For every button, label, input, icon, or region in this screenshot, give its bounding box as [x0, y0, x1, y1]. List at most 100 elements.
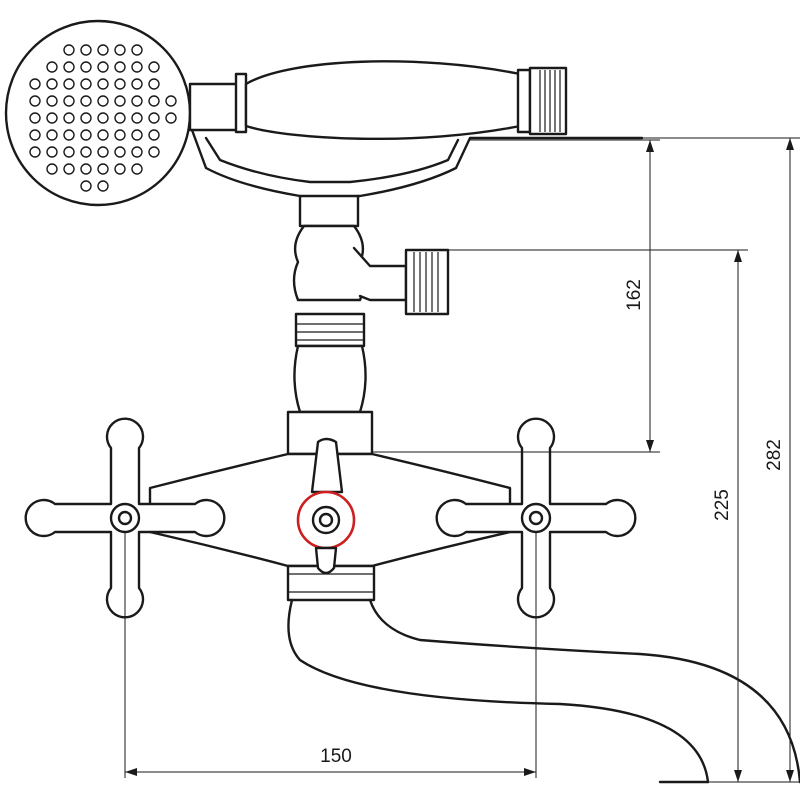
shower-head-holes: [29, 44, 177, 192]
dimension-spread: 150: [124, 532, 537, 778]
shower-hole: [148, 129, 160, 141]
shower-hole: [29, 112, 41, 124]
shower-hole: [80, 44, 92, 56]
riser-column: [286, 224, 450, 456]
shower-hole: [46, 129, 58, 141]
dimension-shower-outlet: 162: [372, 139, 660, 453]
shower-hole: [97, 163, 109, 175]
shower-hole: [131, 112, 143, 124]
shower-cradle: [190, 128, 644, 228]
shower-hole: [46, 163, 58, 175]
shower-hole: [46, 112, 58, 124]
shower-hole: [165, 112, 177, 124]
shower-hole: [114, 163, 126, 175]
dimension-label-spread: 150: [320, 746, 352, 767]
shower-hole: [80, 163, 92, 175]
riser-ring: [294, 312, 366, 348]
shower-hole: [63, 146, 75, 158]
shower-hole: [46, 78, 58, 90]
spout-upper-edge: [368, 598, 800, 784]
shower-hole: [148, 78, 160, 90]
shower-hole: [80, 146, 92, 158]
riser-knuckle: [292, 224, 366, 302]
cradle-inner: [204, 136, 460, 184]
shower-hole: [114, 44, 126, 56]
cross-handle-right[interactable]: [435, 417, 637, 619]
shower-hole: [114, 78, 126, 90]
diverter-tail: [314, 546, 338, 575]
side-outlet-connector: [404, 248, 450, 316]
shower-hole: [131, 44, 143, 56]
shower-hole: [97, 129, 109, 141]
shower-hole: [131, 78, 143, 90]
spout: [287, 598, 800, 784]
shower-hole: [63, 95, 75, 107]
shower-hole: [80, 78, 92, 90]
shower-hole: [80, 95, 92, 107]
side-outlet-arm: [352, 246, 408, 302]
shower-hole: [46, 146, 58, 158]
shower-hole: [63, 163, 75, 175]
shower-hole: [114, 129, 126, 141]
shower-hole: [46, 61, 58, 73]
shower-hole: [29, 146, 41, 158]
dimension-total-height: 282: [642, 137, 800, 783]
shower-hole: [148, 146, 160, 158]
shower-hole: [63, 44, 75, 56]
shower-hole: [131, 129, 143, 141]
shower-hole: [80, 112, 92, 124]
shower-hole: [97, 146, 109, 158]
shower-handle: [188, 60, 568, 141]
riser-base: [293, 344, 367, 414]
shower-hole: [97, 78, 109, 90]
shower-hole: [131, 163, 143, 175]
handle-collar-left: [234, 72, 248, 134]
shower-hole: [97, 44, 109, 56]
spout-lower-edge: [287, 598, 710, 784]
handle-collar-right: [516, 68, 532, 134]
shower-hole: [131, 95, 143, 107]
shower-hole: [97, 61, 109, 73]
shower-hole: [29, 78, 41, 90]
shower-hole: [114, 146, 126, 158]
shower-hole: [114, 61, 126, 73]
shower-hole: [97, 180, 109, 192]
dimension-spout-outlet: 225: [448, 249, 748, 782]
cross-handle-left[interactable]: [24, 417, 226, 619]
shower-hole: [97, 112, 109, 124]
shower-hole: [148, 95, 160, 107]
diverter[interactable]: [296, 437, 356, 575]
handle-grip: [244, 60, 522, 141]
shower-hole: [148, 112, 160, 124]
shower-hole: [63, 61, 75, 73]
shower-hole: [131, 61, 143, 73]
shower-head: [4, 19, 192, 207]
shower-hole: [148, 61, 160, 73]
dimension-label-spout-outlet: 225: [712, 489, 733, 521]
cradle-stem: [298, 194, 360, 228]
dimension-label-total-height: 282: [764, 439, 785, 471]
shower-hole: [131, 146, 143, 158]
handle-screw-icon: [117, 510, 133, 526]
shower-hole: [29, 95, 41, 107]
shower-hole: [63, 78, 75, 90]
hose-connector: [528, 66, 568, 136]
shower-hole: [114, 112, 126, 124]
shower-hole: [80, 180, 92, 192]
shower-hole: [46, 95, 58, 107]
shower-hole: [29, 129, 41, 141]
diverter-lever[interactable]: [310, 437, 344, 494]
handle-neck: [188, 82, 242, 132]
shower-hole: [165, 95, 177, 107]
dimension-label-shower-outlet: 162: [624, 279, 645, 311]
shower-hole: [114, 95, 126, 107]
cradle-outline: [190, 128, 644, 198]
shower-hole: [63, 129, 75, 141]
shower-hole: [80, 61, 92, 73]
shower-hole: [80, 129, 92, 141]
diverter-screw-icon: [318, 512, 334, 528]
handle-screw-icon: [528, 510, 544, 526]
shower-hole: [97, 95, 109, 107]
